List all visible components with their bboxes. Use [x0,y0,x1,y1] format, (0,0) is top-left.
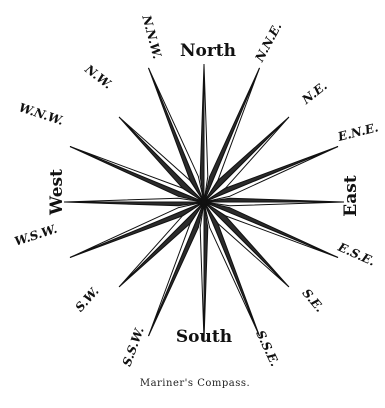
label-ene: E.N.E. [335,120,379,144]
compass-rays [64,64,344,340]
label-nne: N.N.E. [252,20,285,65]
ray-n-light [204,64,208,202]
label-nnw: N.N.W. [139,13,164,61]
label-south: South [176,327,232,347]
label-nw: N.W. [81,61,114,91]
label-se: S.E. [299,286,326,315]
ray-w-light [64,198,204,202]
ray-e-dark [204,198,344,202]
label-wnw: W.N.W. [17,100,65,128]
ray-n-dark [200,64,204,202]
ray-se-light [204,202,289,287]
ray-e-light [204,202,344,206]
label-ssw: S.S.W. [120,325,147,368]
label-east: East [341,175,361,217]
ray-w-dark [64,202,204,206]
ray-s-light [200,202,204,340]
figure-caption: Mariner's Compass. [140,378,250,389]
ray-nw-light [119,117,204,202]
label-ne: N.E. [299,79,330,108]
label-wsw: W.S.W. [13,222,59,249]
ray-s-dark [204,202,208,340]
label-sw: S.W. [72,284,101,314]
ray-ne-light [204,117,289,202]
label-west: West [47,169,67,216]
label-north: North [180,41,236,61]
label-sse: S.S.E. [253,328,282,368]
ray-sw-light [119,202,204,287]
label-ese: E.S.E. [335,240,377,269]
compass-center [201,199,207,205]
